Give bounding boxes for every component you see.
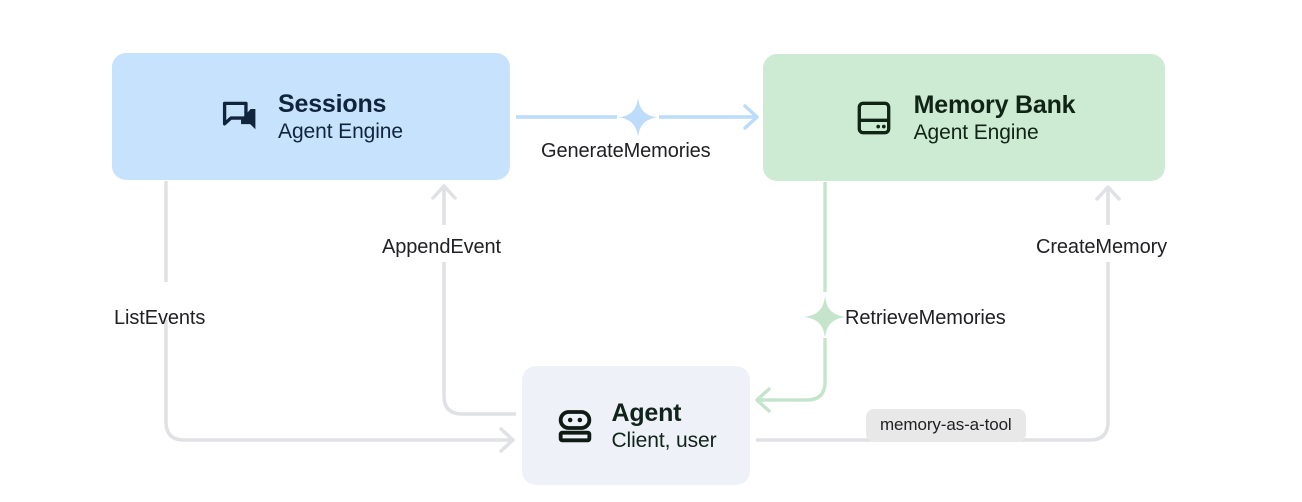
edge-generate-memories (516, 98, 759, 137)
node-agent-title: Agent (611, 398, 682, 427)
database-drive-icon (853, 97, 895, 139)
edge-label-list-events: ListEvents (114, 307, 206, 329)
robot-icon (555, 406, 595, 446)
node-agent-text: Agent Client, user (611, 399, 716, 453)
edge-list-events (164, 181, 515, 453)
edge-create-memory (756, 185, 1121, 442)
chat-bubbles-icon (219, 96, 261, 138)
edge-append-event (431, 184, 516, 416)
badge-memory-as-a-tool: memory-as-a-tool (866, 409, 1026, 442)
node-memory-bank-text: Memory Bank Agent Engine (914, 91, 1076, 145)
edge-label-generate-memories: GenerateMemories (541, 140, 711, 162)
edge-label-append-event: AppendEvent (382, 236, 501, 258)
node-sessions-subtitle: Agent Engine (278, 119, 403, 143)
sparkle-icon (804, 296, 846, 338)
node-agent-subtitle: Client, user (611, 428, 717, 452)
edge-label-retrieve-memories: RetrieveMemories (845, 307, 1006, 329)
node-memory-bank-subtitle: Agent Engine (913, 120, 1039, 144)
node-memory-bank[interactable]: Memory Bank Agent Engine (763, 54, 1165, 181)
edge-retrieve-memories (755, 182, 846, 413)
node-sessions[interactable]: Sessions Agent Engine (112, 53, 510, 180)
edge-label-create-memory: CreateMemory (1036, 236, 1168, 258)
node-memory-bank-title: Memory Bank (913, 90, 1076, 119)
sparkle-icon (618, 98, 658, 137)
node-sessions-title: Sessions (278, 89, 387, 118)
node-agent[interactable]: Agent Client, user (522, 366, 750, 485)
node-sessions-text: Sessions Agent Engine (278, 90, 403, 144)
